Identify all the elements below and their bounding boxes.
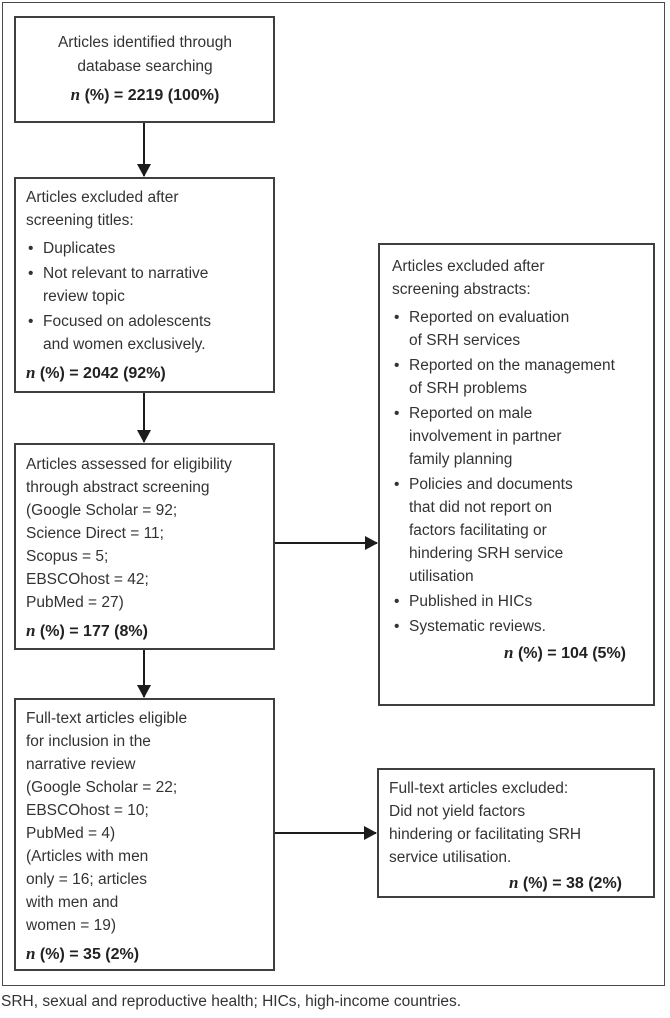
n-symbol: n: [70, 85, 81, 104]
excluded-abstracts-bullet-list: Reported on evaluation of SRH services R…: [392, 306, 644, 638]
box-excluded-after-titles: Articles excluded after screening titles…: [14, 177, 275, 393]
bullet-item: Reported on male involvement in partner …: [392, 402, 644, 471]
n-symbol: n: [26, 621, 36, 640]
box-articles-identified: Articles identified through database sea…: [14, 16, 275, 123]
box-fulltext-eligible-count: n (%) = 35 (2%): [26, 942, 264, 966]
box-excluded-after-abstracts-count: n (%) = 104 (5%): [392, 641, 626, 665]
arrow-right-fulltext-eligible-to-fulltext-excluded: [275, 826, 377, 840]
box-excluded-after-abstracts: Articles excluded after screening abstra…: [378, 243, 655, 706]
count-value: (%) = 2219 (100%): [84, 87, 220, 104]
bullet-item: Reported on the management of SRH proble…: [392, 354, 644, 400]
arrow-down-identified-to-excluded-titles: [137, 123, 151, 177]
excluded-titles-bullet-list: Duplicates Not relevant to narrative rev…: [26, 237, 264, 356]
box-assessed-eligibility-count: n (%) = 177 (8%): [26, 619, 264, 643]
box-assessed-eligibility-text: Articles assessed for eligibility throug…: [26, 456, 232, 611]
bullet-item: Duplicates: [26, 237, 264, 260]
count-value: (%) = 35 (2%): [39, 946, 140, 963]
n-symbol: n: [26, 944, 36, 963]
count-value: (%) = 38 (2%): [522, 875, 622, 892]
n-symbol: n: [504, 643, 514, 662]
bullet-item: Reported on evaluation of SRH services: [392, 306, 644, 352]
box-fulltext-eligible: Full-text articles eligible for inclusio…: [14, 698, 275, 971]
box-excluded-after-titles-title: Articles excluded after screening titles…: [26, 189, 179, 229]
count-value: (%) = 2042 (92%): [39, 365, 166, 382]
bullet-item: Published in HICs: [392, 590, 644, 613]
box-fulltext-excluded-text: Full-text articles excluded: Did not yie…: [389, 780, 582, 866]
figure-caption: SRH, sexual and reproductive health; HIC…: [1, 993, 462, 1010]
bullet-item: Systematic reviews.: [392, 615, 644, 638]
count-value: (%) = 177 (8%): [39, 623, 148, 640]
box-assessed-eligibility: Articles assessed for eligibility throug…: [14, 443, 275, 650]
bullet-item: Focused on adolescents and women exclusi…: [26, 310, 264, 356]
n-symbol: n: [26, 363, 36, 382]
bullet-item: Policies and documents that did not repo…: [392, 473, 644, 588]
box-fulltext-excluded-count: n (%) = 38 (2%): [389, 871, 622, 895]
box-fulltext-eligible-text: Full-text articles eligible for inclusio…: [26, 710, 188, 934]
box-excluded-after-abstracts-title: Articles excluded after screening abstra…: [392, 258, 545, 298]
arrow-down-excluded-titles-to-assessed: [137, 393, 151, 443]
arrow-down-assessed-to-fulltext-eligible: [137, 650, 151, 698]
box-articles-identified-text: Articles identified through database sea…: [57, 34, 233, 75]
box-fulltext-excluded: Full-text articles excluded: Did not yie…: [377, 768, 655, 898]
bullet-item: Not relevant to narrative review topic: [26, 262, 264, 308]
figure-outer-border: [2, 2, 665, 986]
arrow-right-assessed-to-excluded-abstracts: [275, 536, 378, 550]
box-articles-identified-count: n (%) = 2219 (100%): [26, 83, 264, 108]
count-value: (%) = 104 (5%): [517, 645, 626, 662]
box-excluded-after-titles-count: n (%) = 2042 (92%): [26, 361, 264, 385]
n-symbol: n: [508, 873, 519, 892]
